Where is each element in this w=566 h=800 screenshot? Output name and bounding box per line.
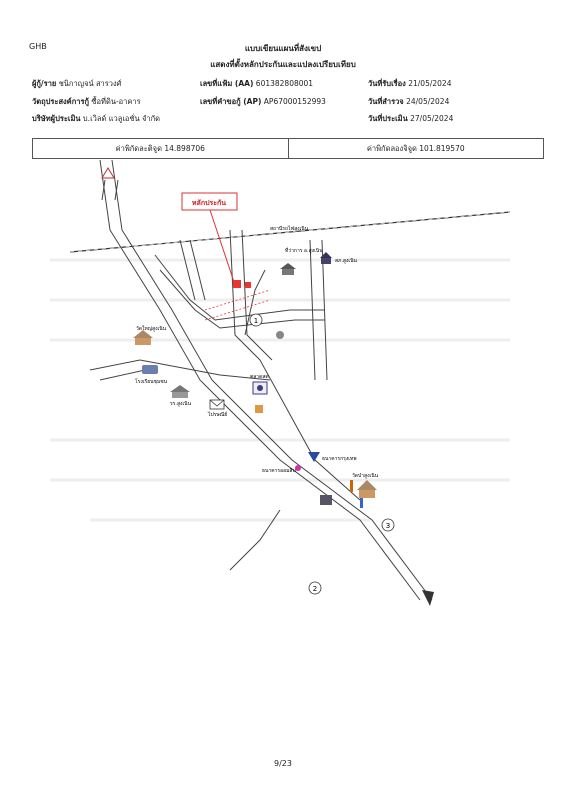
appraiser-row: บริษัทผู้ประเมิน บ.เวิลด์ แวลูเอชั่น จำก…	[32, 113, 160, 125]
file-no-value: 601382808001	[255, 79, 314, 88]
purpose-row: วัตถุประสงค์การกู้ ซื้อที่ดิน-อาคาร	[32, 96, 141, 108]
received-label: วันที่รับเรื่อง	[368, 79, 406, 88]
survey-label: วันที่สำรวจ	[368, 97, 404, 106]
police-icon	[320, 252, 332, 264]
bus-icon	[142, 365, 158, 374]
tower-icon	[350, 480, 363, 508]
brand-label: GHB	[29, 42, 47, 51]
appraiser-label: บริษัทผู้ประเมิน	[32, 114, 81, 123]
roads	[89, 160, 433, 601]
survey-value: 24/05/2024	[406, 97, 450, 106]
marker-2-label: 2	[313, 585, 317, 593]
document-subtitle: แสดงที่ตั้งหลักประกันและแปลงเปรียบเทียบ	[210, 60, 356, 69]
longitude-cell: ค่าพิกัดลองจิจูด 101.819570	[289, 139, 544, 158]
background-watermark-lines	[50, 258, 510, 522]
railway-line	[69, 211, 511, 253]
marker-1-label: 1	[254, 317, 258, 325]
tree-icon	[276, 331, 284, 339]
bank-bbl-icon	[308, 452, 320, 462]
borrower-label: ผู้กู้/ราย	[32, 79, 57, 88]
marker-1: 1	[249, 313, 263, 327]
north-arrow-station	[101, 167, 115, 179]
marker-2: 2	[308, 581, 322, 595]
purpose-value: ซื้อที่ดิน-อาคาร	[91, 97, 141, 106]
temple1-label: วัดใหญ่สูงเนิน	[136, 325, 167, 332]
exit-arrow	[422, 590, 434, 606]
temple-icon	[357, 480, 377, 498]
collateral-callout	[181, 192, 238, 286]
police-label: สภ.สูงเนิน	[335, 257, 358, 264]
government-building-icon	[170, 385, 190, 398]
temple-icon	[133, 330, 153, 345]
market-label: ตลาดสด	[250, 374, 269, 380]
received-row: วันที่รับเรื่อง 21/05/2024	[368, 78, 451, 90]
longitude-value: 101.819570	[419, 144, 465, 153]
file-no-row: เลขที่แฟ้ม (AA) 601382808001	[200, 78, 313, 90]
appraise-label: วันที่ประเมิน	[368, 114, 408, 123]
shop-icon	[255, 405, 263, 413]
school-label: โรงเรียนชุมชน	[135, 378, 168, 385]
bank-gsb-icon	[295, 465, 301, 471]
latitude-cell: ค่าพิกัดละติจูด 14.898706	[33, 139, 289, 158]
bank-gsb-label: ธนาคารออมสิน	[262, 467, 296, 474]
longitude-label: ค่าพิกัดลองจิจูด	[366, 144, 417, 153]
file-no-label: เลขที่แฟ้ม (AA)	[200, 79, 254, 88]
document-title: แบบเขียนแผนที่สังเขป	[244, 44, 322, 53]
latitude-label: ค่าพิกัดละติจูด	[115, 144, 162, 153]
borrower-row: ผู้กู้/ราย ชนิกาญจน์ สารวงศ์	[32, 78, 121, 90]
page-number: 9/23	[274, 759, 292, 768]
district-label: ที่ว่าการ อ.สูงเนิน	[285, 247, 323, 254]
house-icon	[280, 263, 296, 275]
request-no-label: เลขที่คำขอกู้ (AP)	[200, 97, 262, 106]
building-icon	[320, 495, 332, 505]
hospital-label: รร.สูงเนิน	[170, 400, 192, 407]
location-map: หลักประกัน 1 2 3	[50, 160, 511, 606]
survey-row: วันที่สำรวจ 24/05/2024	[368, 96, 449, 108]
bank-bbl-label: ธนาคารกรุงเทพ	[322, 456, 357, 462]
appraise-value: 27/05/2024	[410, 114, 454, 123]
collateral-marker	[204, 280, 271, 321]
collateral-label: หลักประกัน	[192, 199, 226, 207]
coordinate-box: ค่าพิกัดละติจูด 14.898706 ค่าพิกัดลองจิจ…	[32, 138, 544, 159]
purpose-label: วัตถุประสงค์การกู้	[32, 97, 90, 106]
latitude-value: 14.898706	[164, 144, 205, 153]
market-icon	[252, 381, 268, 395]
mail-icon	[209, 399, 225, 410]
request-no-row: เลขที่คำขอกู้ (AP) AP67000152993	[200, 96, 326, 108]
request-no-value: AP67000152993	[263, 97, 326, 106]
appraise-row: วันที่ประเมิน 27/05/2024	[368, 113, 453, 125]
marker-3-label: 3	[386, 522, 390, 530]
marker-3: 3	[381, 518, 395, 532]
borrower-value: ชนิกาญจน์ สารวงศ์	[58, 79, 122, 88]
post-label: ไปรษณีย์	[207, 411, 227, 418]
temple2-label: วัดป่าสูงเนิน	[352, 472, 379, 479]
appraiser-value: บ.เวิลด์ แวลูเอชั่น จำกัด	[82, 114, 161, 123]
station-label: สถานีรถไฟสูงเนิน	[270, 225, 309, 232]
received-value: 21/05/2024	[408, 79, 452, 88]
